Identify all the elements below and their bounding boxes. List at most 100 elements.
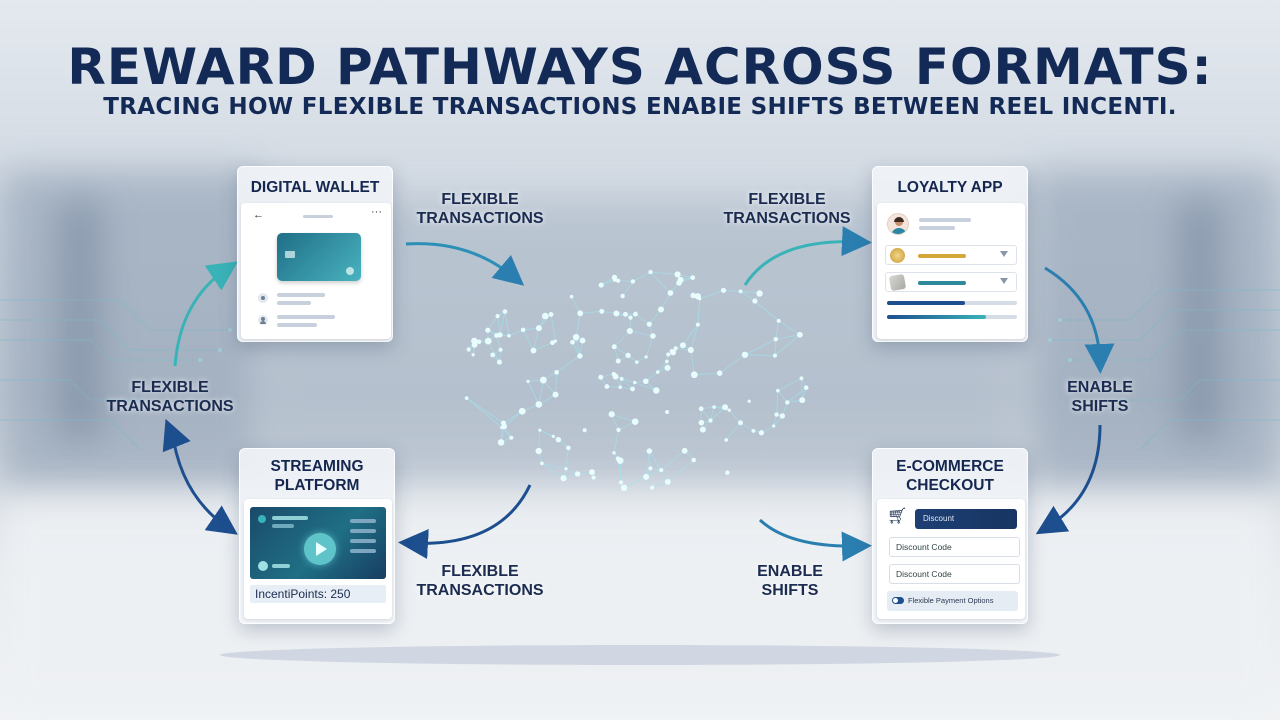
discount-code-field[interactable]: Discount Code — [889, 537, 1020, 557]
brain-node — [698, 406, 704, 412]
brain-node — [502, 309, 508, 314]
arrow-wallet-to-brain — [405, 242, 525, 286]
brain-nodes — [464, 269, 809, 492]
brain-node — [577, 310, 584, 317]
brain-node — [485, 327, 491, 333]
flow-label-line1: FLEXIBLE — [748, 191, 826, 208]
brain-node — [608, 411, 615, 418]
flow-label-bottom-right: ENABLE SHIFTS — [730, 562, 850, 600]
brain-edge — [774, 339, 777, 356]
brain-node — [690, 275, 696, 281]
brain-node — [690, 371, 698, 379]
brain-node — [635, 360, 639, 364]
brain-node — [619, 480, 624, 485]
brain-node — [520, 327, 526, 333]
brain-edge — [801, 378, 803, 401]
user-avatar-icon — [887, 213, 909, 235]
brain-edge — [682, 324, 699, 346]
back-arrow-icon[interactable]: ← — [253, 209, 264, 221]
brain-edge — [466, 397, 503, 428]
arrow-brain-to-streaming — [398, 484, 532, 559]
card-title-line2: PLATFORM — [274, 477, 360, 494]
brain-edge — [580, 310, 602, 314]
reward-row-gold[interactable] — [885, 245, 1017, 265]
play-icon[interactable] — [304, 533, 336, 565]
brain-node — [644, 355, 648, 359]
brain-node — [484, 337, 492, 345]
brain-node — [691, 457, 697, 463]
payment-card[interactable] — [277, 233, 361, 281]
brain-node — [564, 467, 568, 471]
more-dots-icon[interactable]: ··· — [371, 206, 382, 218]
brain-node — [650, 333, 656, 339]
brain-edge — [710, 406, 715, 421]
brain-edge — [719, 354, 746, 374]
chevron-down-icon[interactable] — [1000, 278, 1008, 284]
ecommerce-checkout-card[interactable]: E-COMMERCE CHECKOUT 🛒︎ Discount Discount… — [872, 448, 1028, 624]
shopping-cart-icon[interactable]: 🛒︎ — [887, 508, 908, 525]
brain-edge — [487, 340, 500, 363]
reward-row-silver[interactable] — [885, 272, 1017, 292]
brain-node — [620, 293, 625, 299]
wallet-row-icon — [258, 293, 268, 303]
brain-edge — [723, 289, 741, 292]
brain-node — [712, 405, 716, 409]
brain-edge — [744, 354, 775, 357]
discount-code-field-2[interactable]: Discount Code — [889, 564, 1020, 584]
toggle-switch[interactable] — [892, 597, 904, 604]
chevron-down-icon[interactable] — [1000, 251, 1008, 257]
discount-button[interactable]: Discount — [915, 509, 1017, 529]
brain-edge — [694, 372, 720, 376]
brain-node — [550, 340, 555, 346]
brain-node — [698, 419, 705, 426]
brain-node — [633, 380, 637, 385]
loyalty-app-card[interactable]: LOYALTY APP — [872, 166, 1028, 342]
brain-node — [650, 485, 655, 490]
streaming-platform-card[interactable]: STREAMING PLATFORM IncentiPoints: 250 — [239, 448, 395, 624]
brain-node — [722, 404, 729, 411]
brain-edge — [503, 410, 523, 427]
brain-node — [598, 282, 604, 288]
meta-bar — [272, 564, 290, 568]
option-label: Flexible Payment Options — [908, 596, 994, 605]
brain-edge — [611, 413, 636, 423]
brain-edge — [632, 271, 651, 282]
brain-node — [669, 348, 674, 353]
flow-label-line2: TRANSACTIONS — [106, 398, 234, 415]
brain-node — [612, 277, 617, 282]
brain-node — [625, 352, 631, 359]
profile-bar — [919, 226, 955, 230]
flow-label-line2: SHIFTS — [761, 582, 819, 599]
card-chip-icon — [285, 251, 295, 258]
card-title: DIGITAL WALLET — [250, 179, 380, 196]
brain-node — [530, 347, 537, 354]
flexible-payment-option[interactable]: Flexible Payment Options — [887, 591, 1018, 611]
sidebar-bar — [350, 539, 376, 543]
brain-node — [665, 359, 669, 364]
brain-node — [623, 311, 628, 317]
brain-edge — [650, 271, 678, 275]
brain-node — [464, 396, 469, 400]
brain-node — [738, 289, 743, 294]
video-player[interactable] — [250, 507, 386, 579]
brain-edge — [533, 327, 540, 351]
brain-node — [626, 327, 633, 335]
brain-edge — [635, 313, 650, 325]
brain-node — [741, 351, 749, 358]
brain-edge — [538, 430, 541, 452]
brain-edge — [774, 334, 801, 356]
brain-edge — [650, 271, 671, 294]
brain-edge — [710, 406, 726, 421]
brain-node — [772, 424, 776, 428]
brain-edge — [556, 355, 581, 373]
list-bar — [277, 323, 317, 327]
card-title-line1: STREAMING — [270, 458, 364, 475]
brain-node — [774, 412, 779, 417]
flow-label-line1: FLEXIBLE — [441, 563, 519, 580]
brain-node — [708, 418, 713, 423]
brain-edge — [565, 447, 569, 469]
brain-node — [613, 310, 620, 317]
incentipoints-balance: IncentiPoints: 250 — [250, 585, 386, 603]
digital-wallet-card[interactable]: DIGITAL WALLET ← ··· — [237, 166, 393, 342]
